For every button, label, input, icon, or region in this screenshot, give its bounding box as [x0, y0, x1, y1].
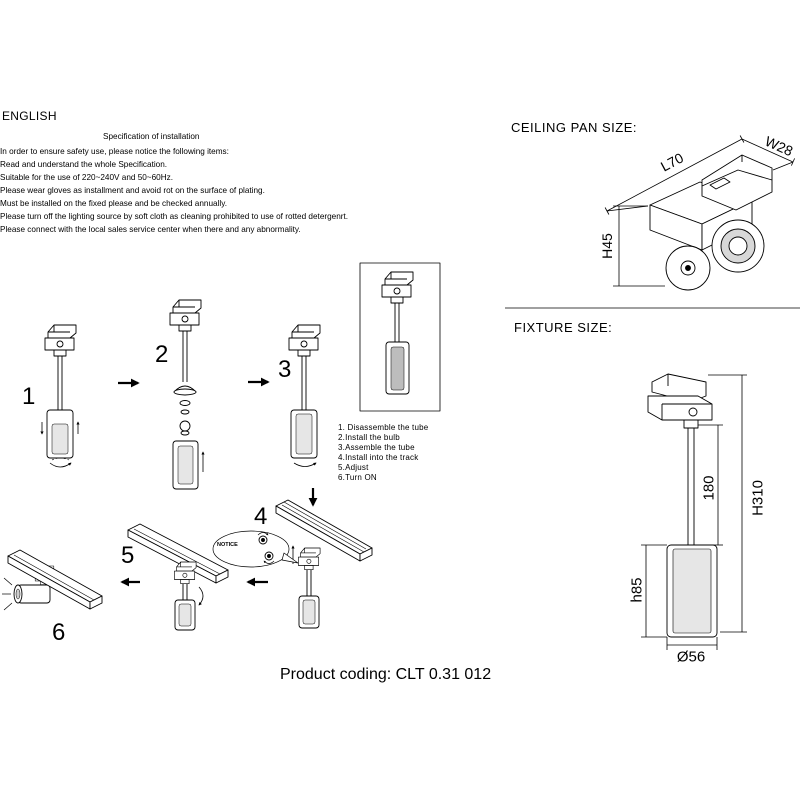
lamp-shade	[17, 584, 51, 604]
step-number-5: 5	[121, 542, 135, 569]
specification-line: Read and understand the whole Specificat…	[0, 160, 168, 169]
dimension-total-height-line	[708, 374, 747, 633]
fixture-stem-label: 180	[700, 475, 718, 501]
specification-line: Suitable for the use of 220~240V and 50~…	[0, 173, 173, 182]
dimension-height-line	[613, 205, 665, 287]
dimension-diameter-line	[666, 637, 718, 650]
step4-track	[275, 499, 373, 562]
track-adapter	[44, 324, 77, 357]
step-instruction: 3.Assemble the tube	[338, 443, 415, 452]
track-adapter	[288, 324, 321, 357]
track-adapter	[298, 547, 321, 571]
fixture-diameter-label: Ø56	[676, 648, 706, 666]
rotate-arrow	[293, 462, 317, 467]
adjust-arrow	[198, 586, 204, 606]
bulb	[179, 420, 191, 432]
fixture-drawing	[641, 373, 747, 650]
flow-arrows	[118, 377, 318, 587]
dimension-shade-height-line	[641, 544, 667, 638]
language-heading: ENGLISH	[2, 109, 57, 123]
step-number-1: 1	[22, 383, 36, 410]
ring	[179, 400, 191, 406]
light-rays	[2, 577, 13, 611]
track-adapter	[381, 271, 414, 304]
step-number-6: 6	[52, 619, 66, 646]
step6-track	[7, 549, 103, 610]
specification-line: Please turn off the lighting source by s…	[0, 212, 349, 221]
specification-line: Please connect with the local sales serv…	[0, 225, 301, 234]
step-instructions: 1. Disassemble the tube 2.Install the bu…	[338, 423, 428, 483]
fixture-shade-height-label: h85	[628, 577, 646, 603]
fixture-adapter	[647, 373, 713, 429]
fixture-stem	[687, 428, 695, 545]
dimension-stem-line	[698, 424, 723, 546]
step2-exploded-fixture	[169, 299, 205, 490]
step-instruction: 1. Disassemble the tube	[338, 423, 429, 432]
step3-fixture	[288, 324, 321, 467]
specification-title: Specification of installation	[103, 132, 200, 141]
fixture-shade	[666, 544, 718, 638]
rotate-arrow	[49, 462, 72, 468]
framed-pendant	[359, 262, 441, 412]
step5-fixture	[174, 561, 204, 631]
notice-callout	[212, 530, 299, 568]
notice-label: NOTICE	[217, 542, 238, 548]
specification-line: Must be installed on the fixed please an…	[0, 199, 227, 208]
adapter-rear-cylinder	[711, 219, 765, 273]
step-instruction: 5.Adjust	[338, 463, 369, 472]
step-instruction: 4.Install into the track	[338, 453, 419, 462]
frame	[359, 262, 441, 412]
step-number-4: 4	[254, 503, 268, 530]
track-adapter	[169, 299, 202, 332]
step-number-2: 2	[155, 341, 169, 368]
specification-list: In order to ensure safety use, please no…	[0, 145, 348, 236]
ceiling-pan-heading: CEILING PAN SIZE:	[511, 120, 638, 135]
step1-fixture	[40, 324, 80, 468]
step-number-3: 3	[278, 356, 292, 383]
track-adapter	[174, 561, 197, 585]
ceiling-pan-height-label: H45	[599, 233, 615, 259]
fixture-heading: FIXTURE SIZE:	[514, 320, 613, 335]
dimension-width-line	[741, 138, 795, 171]
step-instruction: 2.Install the bulb	[338, 433, 400, 442]
lock-rotate-icon	[263, 551, 275, 564]
adapter-front-cylinder	[665, 245, 711, 291]
adapter-track-clip	[701, 154, 773, 211]
specification-line: Please wear gloves as installment and av…	[0, 186, 265, 195]
fixture-total-height-label: H310	[749, 480, 767, 516]
step-instruction: 6.Turn ON	[338, 473, 377, 482]
lock-rotate-icon	[257, 532, 269, 545]
ceiling-pan-drawing	[604, 135, 795, 291]
product-coding: Product coding: CLT 0.31 012	[280, 666, 492, 683]
step4-fixture	[291, 545, 321, 629]
specification-line: In order to ensure safety use, please no…	[0, 147, 229, 156]
step6-fixture	[2, 565, 55, 611]
